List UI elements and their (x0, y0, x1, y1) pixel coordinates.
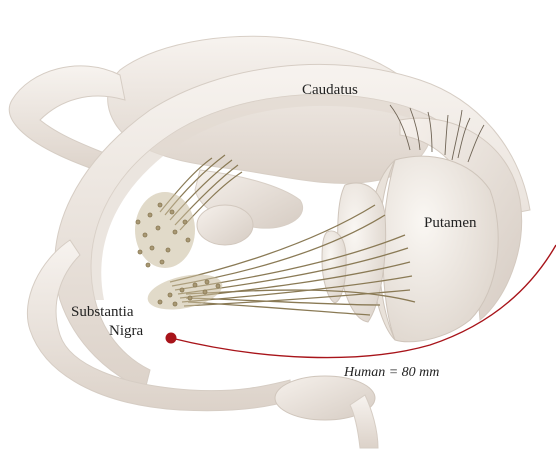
substantia-nigra-marker (166, 333, 177, 344)
neuron-cluster-lower (145, 268, 226, 315)
neuron-cluster-upper (135, 192, 195, 268)
label-scale: Human = 80 mm (343, 365, 439, 380)
label-nigra: Nigra (109, 323, 143, 339)
label-caudatus: Caudatus (302, 82, 358, 98)
label-putamen: Putamen (424, 215, 477, 231)
label-substantia: Substantia (71, 304, 134, 320)
